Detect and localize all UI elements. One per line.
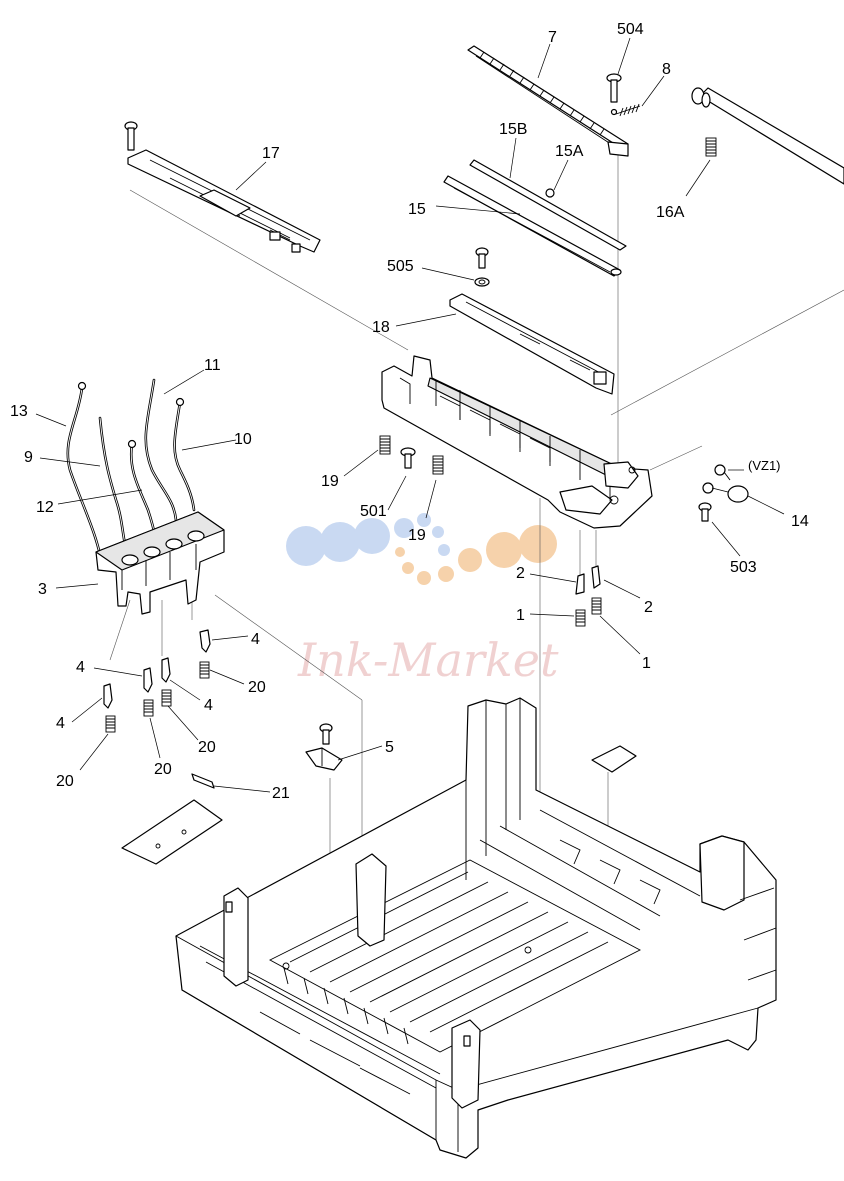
screw-part-5: [319, 723, 333, 745]
screw-top-left: [124, 121, 138, 151]
part-7-brush-strip: [467, 45, 629, 157]
callout-15B: 15B: [499, 121, 527, 138]
part-20-spring-d: [105, 715, 116, 733]
part-18-guide: [449, 293, 615, 395]
callout-9: 9: [24, 449, 33, 466]
callout-7: 7: [548, 29, 557, 46]
callout-501: 501: [360, 503, 387, 520]
callout-12: 12: [36, 499, 54, 516]
callout-18: 18: [372, 319, 390, 336]
callout-3: 3: [38, 581, 47, 598]
part-4-lever-a: [199, 629, 211, 653]
part-16A-spring: [705, 137, 717, 157]
part-21-clip: [191, 773, 215, 789]
callout-2-right: 2: [644, 599, 653, 616]
callout-504: 504: [617, 21, 644, 38]
part-20-spring-a: [199, 661, 210, 679]
callout-16A: 16A: [656, 204, 685, 221]
part-20-spring-c: [143, 699, 154, 717]
main-bracket-assembly: [381, 355, 653, 529]
base-tray: [175, 697, 777, 1159]
callout-503: 503: [730, 559, 757, 576]
part-4-lever-b: [143, 667, 153, 693]
part-15B-plate: [469, 159, 627, 251]
screw-501: [400, 447, 416, 469]
part-8-spring: [610, 103, 641, 117]
part-19-spring-right: [432, 455, 444, 475]
callout-15: 15: [408, 201, 426, 218]
screw-504: [606, 73, 622, 103]
callout-4-d: 4: [56, 715, 65, 732]
part-13-wire: [66, 381, 104, 570]
callout-17: 17: [262, 145, 280, 162]
part-12-wire: [127, 439, 158, 542]
callout-5: 5: [385, 739, 394, 756]
watermark-text: Ink-Market: [297, 633, 559, 687]
callout-labels: 7 504 8 15B 15A 15 16A 17 505 18 11 13 1…: [10, 21, 809, 802]
callout-20-c: 20: [154, 761, 172, 778]
part-15-plate: [443, 175, 622, 277]
part-15A-pin: [545, 188, 555, 198]
part-10-wire: [173, 397, 196, 512]
callout-2-left: 2: [516, 565, 525, 582]
callout-20-d: 20: [56, 773, 74, 790]
part-20-spring-b: [161, 689, 172, 707]
callout-leader-lines: [35, 37, 785, 793]
callout-13: 13: [10, 403, 28, 420]
part-3-terminal-block: [95, 511, 225, 615]
roller-shaft: [691, 87, 844, 185]
screw-505: [474, 247, 490, 287]
callout-21: 21: [272, 785, 290, 802]
callout-1-right: 1: [642, 655, 651, 672]
part-4-lever-c: [161, 657, 171, 683]
small-bracket-right: [591, 745, 637, 773]
callout-4-a: 4: [251, 631, 260, 648]
callout-10: 10: [234, 431, 252, 448]
callout-505: 505: [387, 258, 414, 275]
part-2-lever-right: [591, 565, 601, 589]
part-21-plate: [121, 799, 223, 865]
callout-VZ1: (VZ1): [748, 458, 781, 473]
watermark-logo: Ink-Market: [286, 513, 559, 687]
callout-11: 11: [204, 357, 221, 374]
part-14-sensor: [702, 464, 749, 503]
part-4-lever-d: [103, 683, 113, 709]
part-19-spring-left: [379, 435, 391, 455]
part-2-lever-left: [575, 573, 585, 595]
callout-20-a: 20: [248, 679, 266, 696]
part-5-bracket: [305, 747, 343, 771]
part-11-wire: [144, 378, 178, 522]
part-9-wire: [98, 416, 128, 552]
part-1-spring-left: [575, 609, 586, 627]
callout-4-b: 4: [76, 659, 85, 676]
callout-4-c: 4: [204, 697, 213, 714]
callout-20-b: 20: [198, 739, 216, 756]
callout-19-lower: 19: [408, 527, 426, 544]
callout-19-upper: 19: [321, 473, 339, 490]
assembly-guide-lines: [109, 155, 844, 960]
screw-503: [698, 502, 712, 522]
callout-15A: 15A: [555, 143, 584, 160]
callout-14: 14: [791, 513, 809, 530]
callout-1-left: 1: [516, 607, 525, 624]
part-17-rail: [127, 149, 321, 253]
callout-8: 8: [662, 61, 671, 78]
part-1-spring-right: [591, 597, 602, 615]
